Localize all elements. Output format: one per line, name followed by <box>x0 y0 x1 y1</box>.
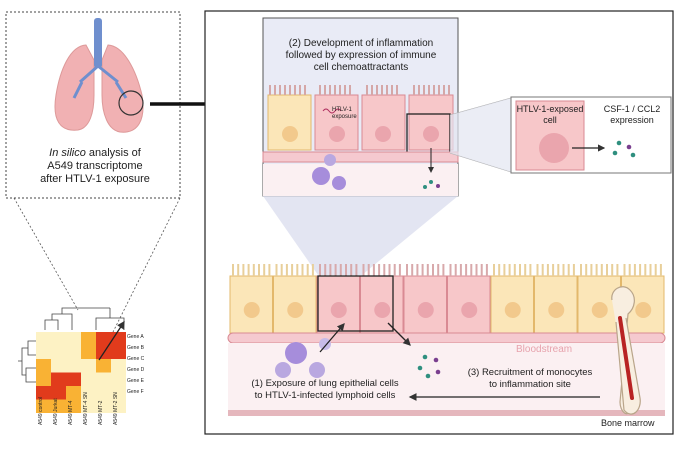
gene-label: Gene E <box>127 378 144 384</box>
heatmap-cell <box>81 345 96 359</box>
cell-nucleus <box>417 302 434 318</box>
step1-label: (1) Exposure of lung epithelial cells to… <box>240 378 410 402</box>
heatmap-cell <box>66 399 81 413</box>
heatmap-cell <box>81 359 96 373</box>
caption-line3: after HTLV-1 exposure <box>40 173 150 185</box>
exposed-cell-inset <box>510 96 672 174</box>
heatmap-cell <box>111 399 126 413</box>
cell-nucleus <box>243 302 260 318</box>
main-focus-box <box>317 275 394 332</box>
lung-caption: In silico analysis of A549 transcriptome… <box>20 147 170 186</box>
heatmap-cell <box>81 386 96 400</box>
heatmap-cell <box>36 345 51 359</box>
htlv-label-line1: HTLV-1 <box>332 107 352 113</box>
cell-nucleus <box>287 302 304 318</box>
bloodstream-label: Bloodstream <box>516 344 573 355</box>
heatmap-cell <box>51 399 66 413</box>
heatmap <box>18 307 126 413</box>
sample-label: A549 MT-2 <box>98 400 104 425</box>
gene-label: Gene A <box>127 334 144 340</box>
sample-label: A549 MT-4 SN <box>83 392 89 425</box>
heatmap-cell <box>81 372 96 386</box>
lung-zoom-circle <box>118 90 144 116</box>
sample-label: A549 control <box>38 396 44 425</box>
cell-nucleus <box>330 302 347 318</box>
htlv-exposure-label: HTLV-1 exposure <box>332 107 357 121</box>
gene-label: Gene F <box>127 389 144 395</box>
gene-label: Gene D <box>127 367 145 373</box>
htlv-label-line2: exposure <box>332 114 357 120</box>
heatmap-cell <box>96 386 111 400</box>
exposed-cell-label: HTLV-1-exposed cell <box>516 104 584 126</box>
step1-line2: to HTLV-1-infected lymphoid cells <box>254 390 396 401</box>
heatmap-cell <box>36 359 51 373</box>
gene-label: Gene B <box>127 345 144 351</box>
expression-label-line1: CSF-1 / CCL2 <box>603 104 661 114</box>
gene-label: Gene C <box>127 356 145 362</box>
sample-label: A549 Jurkat <box>53 398 59 425</box>
heatmap-cell <box>66 359 81 373</box>
step3-label: (3) Recruitment of monocytes to inflamma… <box>455 367 605 391</box>
inflammation-title: (2) Development of inflammation followed… <box>268 38 454 74</box>
step3-line1: (3) Recruitment of monocytes <box>467 367 593 378</box>
cell-nucleus <box>461 302 478 318</box>
bone-illustration <box>611 286 641 415</box>
expression-label: CSF-1 / CCL2 expression <box>595 104 669 126</box>
heatmap-cell <box>111 372 126 386</box>
caption-rest: analysis of <box>85 147 141 159</box>
heatmap-cell <box>111 345 126 359</box>
heatmap-cell <box>51 386 66 400</box>
zoom-line-right <box>103 197 181 351</box>
expression-label-line2: expression <box>610 115 654 125</box>
heatmap-cell <box>51 372 66 386</box>
cell-nucleus <box>504 302 521 318</box>
cell-nucleus <box>548 302 565 318</box>
heatmap-cell <box>51 332 66 346</box>
heatmap-cell <box>96 399 111 413</box>
heatmap-cell <box>36 372 51 386</box>
main-epithelium <box>227 264 666 416</box>
heatmap-cell <box>96 372 111 386</box>
cell-nucleus <box>635 302 652 318</box>
heatmap-cell <box>51 359 66 373</box>
inflammation-panel <box>262 17 459 197</box>
gene-labels: Gene A Gene B Gene C Gene D Gene E Gene … <box>127 332 144 398</box>
heatmap-cell <box>66 386 81 400</box>
exposed-cell-label-line2: cell <box>543 115 557 125</box>
heatmap-cell <box>36 386 51 400</box>
heatmap-cell <box>96 332 111 346</box>
step3-line2: to inflammation site <box>489 379 571 390</box>
heatmap-cell <box>111 386 126 400</box>
zoom-projection <box>263 196 458 275</box>
step1-line1: (1) Exposure of lung epithelial cells <box>251 378 399 389</box>
sample-label: A549 MT-4 <box>68 400 74 425</box>
zoom-line-left <box>13 197 79 311</box>
heatmap-cell <box>111 359 126 373</box>
inflammation-title-line3: cell chemoattractants <box>313 62 409 73</box>
heatmap-cell <box>81 399 96 413</box>
cell-nucleus <box>591 302 608 318</box>
sample-label: A549 MT-2 SN <box>113 392 119 425</box>
caption-italic: In silico <box>49 147 86 159</box>
bone-marrow-label: Bone marrow <box>601 418 655 428</box>
heatmap-cell <box>96 359 111 373</box>
heatmap-cell <box>36 332 51 346</box>
heatmap-cell <box>51 345 66 359</box>
lungs-illustration <box>54 18 144 133</box>
heatmap-cell <box>66 345 81 359</box>
cell-nucleus <box>374 302 391 318</box>
heatmap-cell <box>81 332 96 346</box>
inflammation-title-line2: followed by expression of immune <box>285 50 437 61</box>
caption-line2: A549 transcriptome <box>47 160 143 172</box>
heatmap-cell <box>66 372 81 386</box>
inflammation-title-line1: (2) Development of inflammation <box>288 38 434 49</box>
exposed-cell-label-line1: HTLV-1-exposed <box>516 104 584 114</box>
heatmap-cell <box>36 399 51 413</box>
heatmap-cell <box>66 332 81 346</box>
